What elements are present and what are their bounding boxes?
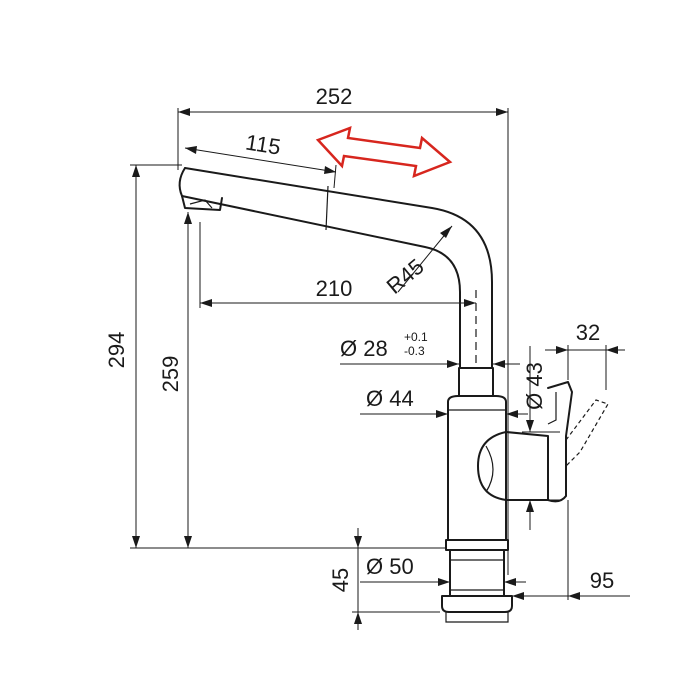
dim-lever-diameter: Ø 43 [522,362,547,410]
tube-collar [458,367,494,397]
base-nut [441,595,513,613]
spout-bottom-edge [181,195,461,369]
aerator [189,199,213,209]
double-arrow-icon [315,126,453,178]
spout-nose [178,167,223,211]
base-ring-top [445,539,509,551]
housing-curve [485,445,494,493]
pullout-joint [325,185,329,231]
dim-tube-diameter: Ø 28 [340,336,388,361]
dim-total-width: 252 [316,84,353,109]
dim-base-diameter: Ø 50 [366,554,414,579]
dim-tube-tol-upper: +0.1 [404,330,428,344]
dim-bend-radius: R45 [382,254,429,299]
dimension-labels: 252 115 210 R45 294 259 Ø 28 +0.1 -0.3 Ø… [104,84,614,593]
lever-handle [547,381,573,503]
dim-lever-reach: 95 [590,568,614,593]
dim-base-height: 45 [328,568,353,592]
lever-housing-left [477,431,507,501]
dim-reach: 210 [316,276,353,301]
dim-tube-tol-lower: -0.3 [404,344,425,358]
dimension-lines [130,108,630,630]
lever-detail [547,392,557,425]
dim-total-height: 294 [104,332,129,369]
dim-body-diameter: Ø 44 [366,386,414,411]
faucet-body [447,395,507,541]
dim-lever-offset: 32 [576,320,600,345]
base-bottom [445,612,509,623]
dim-spout-pullout: 115 [244,130,283,160]
spout-top-edge [184,167,493,369]
dim-spout-height: 259 [158,356,183,393]
base-shank [449,549,505,597]
lever-housing [505,431,549,501]
lever-alt-position [565,399,609,467]
